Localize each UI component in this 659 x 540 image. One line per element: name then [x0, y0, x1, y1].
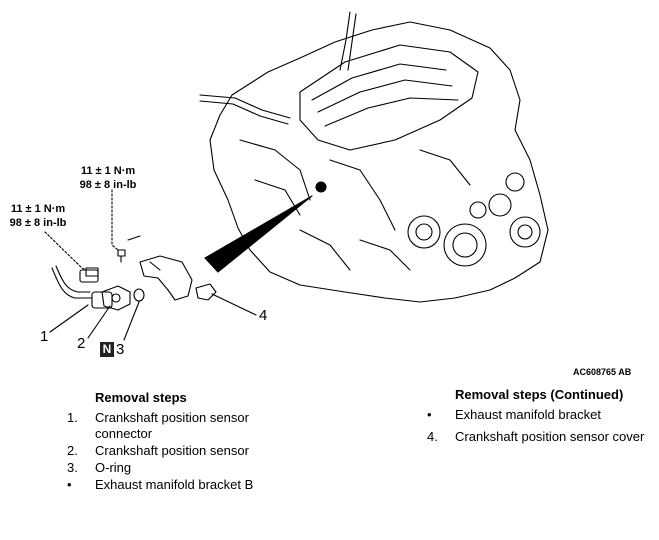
item-marker: 2. — [67, 443, 78, 458]
removal-steps-right: Removal steps (Continued) • Exhaust manif… — [427, 387, 659, 446]
leader-3 — [123, 301, 140, 341]
ac-pulley — [509, 216, 541, 248]
callout-3-number: 3 — [116, 341, 125, 358]
bolt — [85, 267, 99, 277]
list-item: 3. O-ring — [67, 460, 270, 476]
list-item: 2. Crankshaft position sensor — [67, 443, 270, 459]
alt-pulley — [407, 215, 441, 249]
sensor-cover — [195, 283, 217, 301]
steps-title: Removal steps — [95, 390, 187, 405]
valve-cover — [299, 44, 479, 151]
manifold-bracket — [139, 255, 193, 301]
torque-label-upper: 11 ± 1 N·m 98 ± 8 in-lb — [68, 164, 148, 192]
removal-steps-left: Removal steps 1. Crankshaft position sens… — [67, 390, 270, 494]
engine-outline — [209, 21, 549, 303]
item-marker: 3. — [67, 460, 78, 475]
list-item: 1. Crankshaft position sensor connector — [67, 410, 270, 442]
callout-1: 1 — [40, 328, 49, 345]
item-text: O-ring — [95, 460, 132, 475]
leader-4 — [211, 293, 257, 316]
item-marker: • — [67, 477, 72, 492]
item-marker: • — [427, 407, 432, 422]
torque-inlb: 98 ± 8 in-lb — [9, 217, 67, 229]
o-ring — [133, 288, 145, 302]
sensor-harness — [51, 265, 93, 299]
item-marker: 1. — [67, 410, 78, 425]
steps-title: Removal steps (Continued) — [455, 387, 624, 402]
item-marker: 4. — [427, 429, 438, 444]
figure-reference: AC608765 AB — [573, 367, 632, 377]
location-arrow — [204, 195, 313, 273]
list-item: 4. Crankshaft position sensor cover — [427, 429, 659, 445]
item-text: Exhaust manifold bracket — [455, 407, 601, 422]
callout-4: 4 — [259, 307, 268, 324]
leader-torque-lower — [44, 231, 87, 271]
crank-pulley — [443, 223, 487, 267]
leader-torque-upper — [111, 189, 119, 251]
torque-nm: 11 ± 1 N·m — [80, 165, 136, 177]
leader-1 — [49, 304, 89, 333]
item-text: Crankshaft position sensor — [95, 443, 249, 458]
torque-label-lower: 11 ± 1 N·m 98 ± 8 in-lb — [0, 202, 78, 230]
callout-2: 2 — [77, 335, 86, 352]
intake-pipe — [339, 11, 357, 71]
engine-exploded-diagram — [44, 11, 549, 341]
torque-nm: 11 ± 1 N·m — [10, 203, 66, 215]
leader-2 — [87, 305, 111, 339]
item-text: Exhaust manifold bracket B — [95, 477, 254, 492]
list-item: • Exhaust manifold bracket — [427, 407, 659, 423]
item-text: Crankshaft position sensor cover — [455, 429, 645, 444]
item-text: Crankshaft position sensor connector — [95, 410, 249, 441]
non-reusable-mark: N — [100, 342, 114, 357]
bolt — [117, 235, 141, 263]
torque-inlb: 98 ± 8 in-lb — [79, 179, 137, 191]
list-item: • Exhaust manifold bracket B — [67, 477, 270, 493]
crankshaft-sensor — [101, 285, 131, 311]
